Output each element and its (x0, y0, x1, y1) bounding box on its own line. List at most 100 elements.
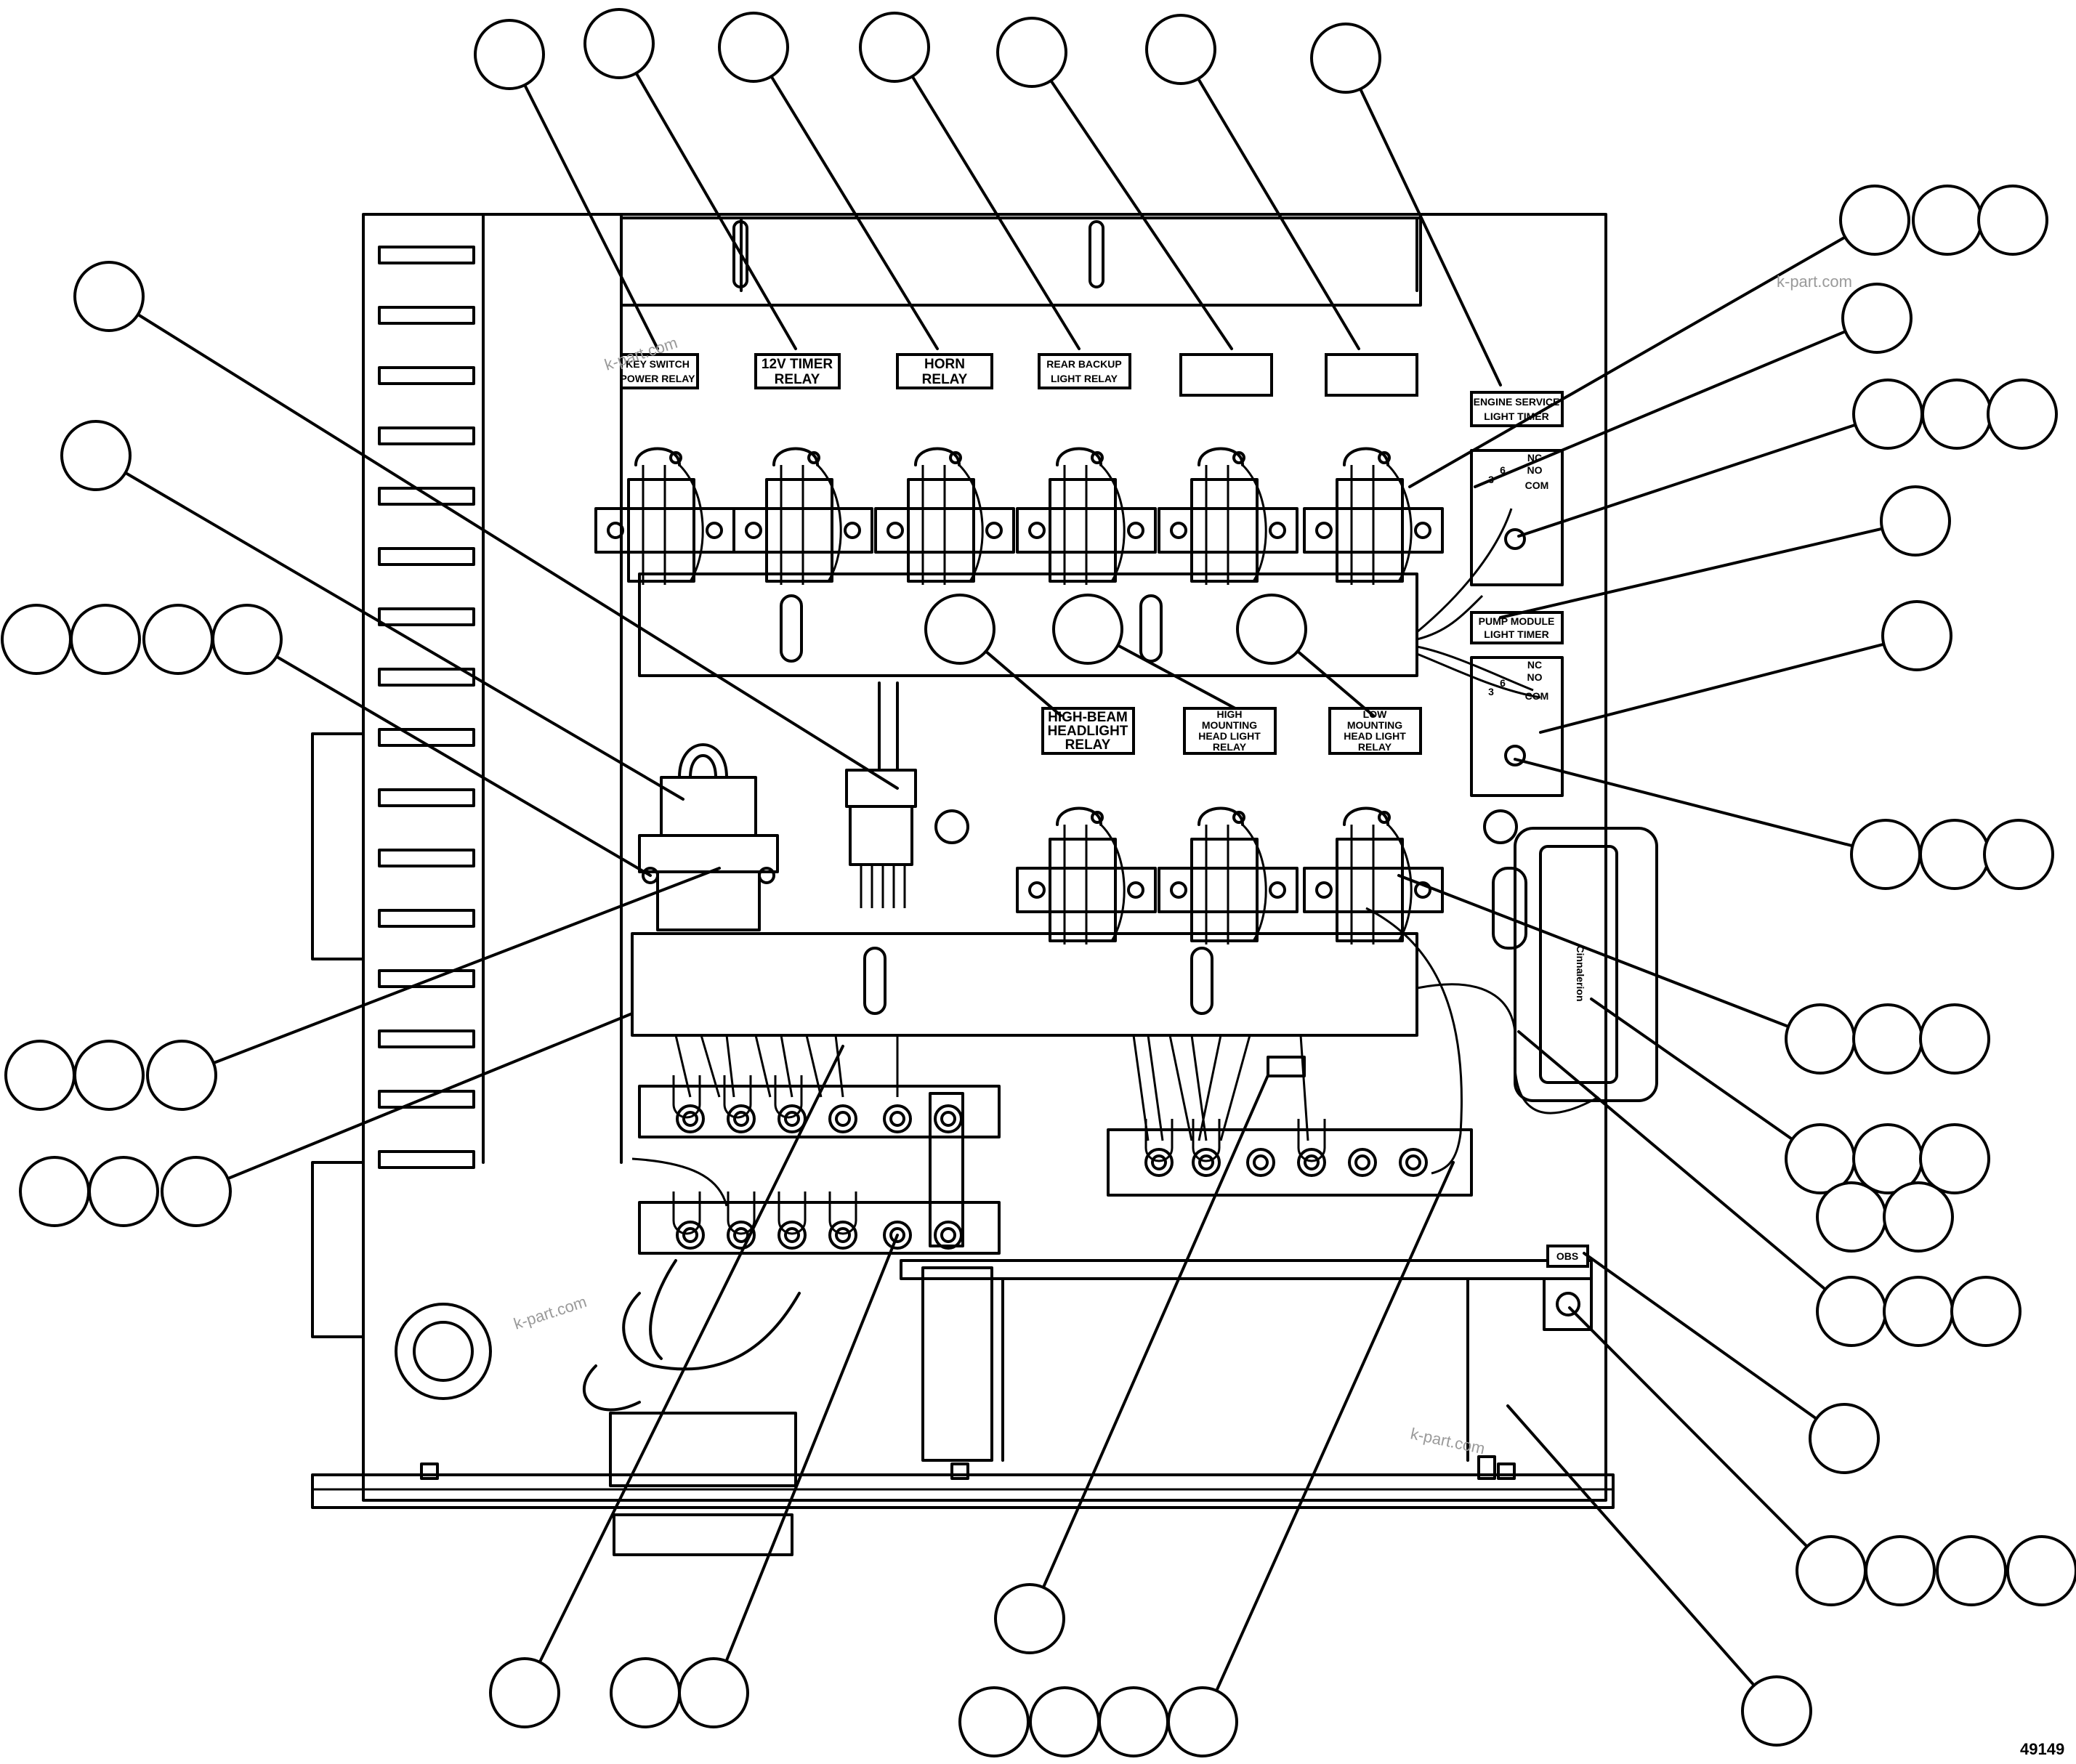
vent-slot (378, 1150, 475, 1169)
callout-bubble (1796, 1535, 1867, 1606)
obs-bracket (1543, 1277, 1593, 1331)
pump-module-timer-body (1470, 656, 1564, 797)
callout-bubble (1852, 1003, 1923, 1075)
timer2-6: 6 (1500, 677, 1506, 689)
connector-plug (849, 805, 913, 866)
vent-slot (378, 547, 475, 566)
upper-relay-row (594, 447, 1444, 585)
engine-service-label-2: LIGHT TIMER (1484, 410, 1548, 422)
obs-label (1546, 1245, 1589, 1268)
callout-bubble (1839, 185, 1910, 256)
callout-bubble (1881, 600, 1952, 671)
terminal-stud (676, 1221, 705, 1250)
leader-line (1517, 1030, 1827, 1291)
figure-number: 49149 (2020, 1740, 2064, 1758)
vent-slot (378, 849, 475, 867)
vent-slot (378, 909, 475, 928)
callout-bubble (1919, 1123, 1990, 1194)
callout-bubble (1919, 1003, 1990, 1075)
terminal-stud (1192, 1148, 1221, 1177)
callout-bubble (1919, 819, 1990, 890)
base-plate (311, 1455, 1615, 1509)
key-switch-label-plate (620, 353, 699, 389)
upper-relay-3 (874, 447, 1015, 585)
leader-line (1041, 1074, 1269, 1589)
lower-relay-1 (1016, 806, 1157, 944)
leader-line (124, 471, 684, 801)
callout-bubble (958, 1686, 1030, 1757)
timer1-com: COM (1525, 480, 1549, 491)
rear-backup-label-plate (1038, 353, 1131, 389)
timer2-3: 3 (1488, 686, 1494, 697)
callout-bubble (1841, 283, 1913, 354)
terminal-stud (676, 1104, 705, 1133)
watermark-3: k-part.com (512, 1292, 589, 1333)
low-mounting-label-4: RELAY (1358, 741, 1392, 753)
horn-label-2: RELAY (922, 372, 968, 387)
leader-line (1296, 650, 1375, 717)
leader-line (1568, 1306, 1809, 1548)
terminal-stud (1297, 1148, 1326, 1177)
callout-bubble (678, 1657, 749, 1728)
leader-line (1116, 644, 1237, 710)
terminal-stud (727, 1221, 756, 1250)
timer2-no: NO (1527, 671, 1543, 683)
high-beam-label-2: HEADLIGHT (1048, 724, 1128, 739)
callout-bubble (1029, 1686, 1100, 1757)
relay-coil (1190, 838, 1259, 942)
high-mounting-label-1: HIGH (1217, 708, 1243, 720)
callout-bubble (73, 1040, 145, 1111)
terminal-stud (934, 1104, 963, 1133)
terminal-stud (1144, 1148, 1174, 1177)
leader-line (1474, 330, 1847, 488)
obs-label-text: OBS (1556, 1250, 1578, 1262)
left-relay-bracket (638, 834, 779, 873)
bottom-bracket: OBS (900, 1245, 1593, 1462)
callout-bubble (1236, 594, 1307, 665)
callout-bubble (489, 1657, 560, 1728)
high-mounting-label-plate (1183, 707, 1277, 755)
leader-line (984, 650, 1062, 717)
horn-label-1: HORN (924, 357, 965, 372)
vent-slot (378, 1029, 475, 1048)
callout-bubble (1936, 1535, 2007, 1606)
callout-bubble (924, 594, 995, 665)
callout-bubble (1912, 185, 1983, 256)
callout-bubble (996, 17, 1067, 88)
lower-relay-3 (1303, 806, 1444, 944)
leader-line (1514, 758, 1854, 848)
callout-bubble (859, 12, 930, 83)
callout-bubble (1052, 594, 1123, 665)
vent-slot (378, 969, 475, 988)
upper-relay-5 (1158, 447, 1298, 585)
relay-coil (765, 478, 833, 583)
leader-line (1506, 1404, 1756, 1687)
leader-line (1359, 87, 1502, 387)
leader-line (211, 867, 721, 1065)
callout-bubble (1, 604, 72, 675)
relay-coil (907, 478, 975, 583)
wire-bundles (674, 907, 1463, 1175)
relay-coil (1049, 838, 1117, 942)
high-mounting-label-2: MOUNTING (1202, 719, 1257, 731)
callout-bubble (1883, 1276, 1954, 1347)
vent-slot (378, 306, 475, 325)
leader-line (1517, 423, 1857, 538)
callout-bubble (211, 604, 283, 675)
vent-slot (378, 788, 475, 807)
callout-bubble (1741, 1675, 1812, 1747)
left-relay-bottom (656, 870, 761, 931)
rear-backup-label-1: REAR BACKUP (1046, 358, 1121, 370)
lower-connector-lower (613, 1513, 793, 1556)
harness-loop (395, 1303, 492, 1400)
terminal-stud (883, 1104, 912, 1133)
callout-bubble (1950, 1276, 2022, 1347)
timer-label-plate (754, 353, 841, 389)
lower-left-bus-bar (638, 1201, 1001, 1255)
enclosure-outline (362, 213, 1607, 1502)
mounting-bolt (934, 809, 969, 844)
timer-label-1: 12V TIMER (762, 357, 833, 372)
leader-line (1408, 235, 1847, 488)
leader-line (634, 71, 797, 350)
vent-slot (378, 607, 475, 626)
